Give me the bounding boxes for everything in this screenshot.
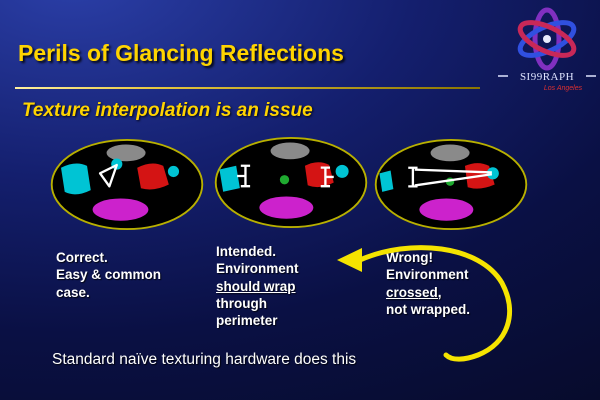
diagram-panel-correct — [50, 138, 204, 231]
gray-blob — [430, 144, 470, 162]
caption-line: case. — [56, 284, 90, 300]
wrap-marker-right — [320, 166, 334, 188]
env-oval — [50, 138, 204, 231]
caption-line: through — [216, 295, 267, 311]
gray-blob — [106, 144, 146, 162]
env-oval — [214, 136, 368, 229]
caption-line: not wrapped. — [386, 301, 470, 317]
magenta-blob — [419, 198, 474, 221]
footer-text: Standard naïve texturing hardware does t… — [52, 351, 357, 368]
cyan-blob-left — [379, 170, 394, 192]
logo-knot-icon — [517, 7, 577, 71]
wrap-marker-left — [237, 164, 251, 188]
cyan-dot — [486, 167, 499, 180]
caption-line: should wrap — [216, 278, 296, 294]
green-dot — [279, 175, 290, 185]
magenta-blob — [259, 196, 314, 219]
magenta-blob — [92, 198, 149, 221]
diagram-panel-intended — [214, 136, 368, 229]
siggraph-logo: SI99RAPH Los Angeles — [498, 7, 596, 92]
cyan-blob-left — [219, 165, 240, 192]
cyan-dot — [335, 164, 349, 178]
caption-line: Intended. — [216, 244, 276, 259]
title-underline — [15, 87, 480, 89]
cyan-dot — [167, 165, 180, 178]
page-title: Perils of Glancing Reflections — [18, 40, 344, 66]
gray-blob — [270, 142, 310, 160]
red-blob — [137, 163, 169, 190]
caption-line: Wrong! — [386, 250, 433, 265]
logo-city: Los Angeles — [544, 85, 583, 92]
crossed-lines — [414, 168, 493, 187]
interpolation-triangle — [98, 163, 118, 188]
caption-line: Correct. — [56, 250, 108, 265]
caption-line: perimeter — [216, 313, 278, 329]
diagram-panel-wrong — [374, 138, 528, 231]
logo-text: SI99RAPH — [520, 71, 574, 83]
caption-line: Environment — [216, 261, 299, 277]
subtitle: Texture interpolation is an issue — [22, 100, 313, 121]
caption-line: Easy & common — [56, 267, 162, 283]
cyan-blob-left — [61, 163, 91, 195]
caption-line: Environment — [386, 267, 469, 283]
caption-line: crossed, — [386, 284, 442, 300]
